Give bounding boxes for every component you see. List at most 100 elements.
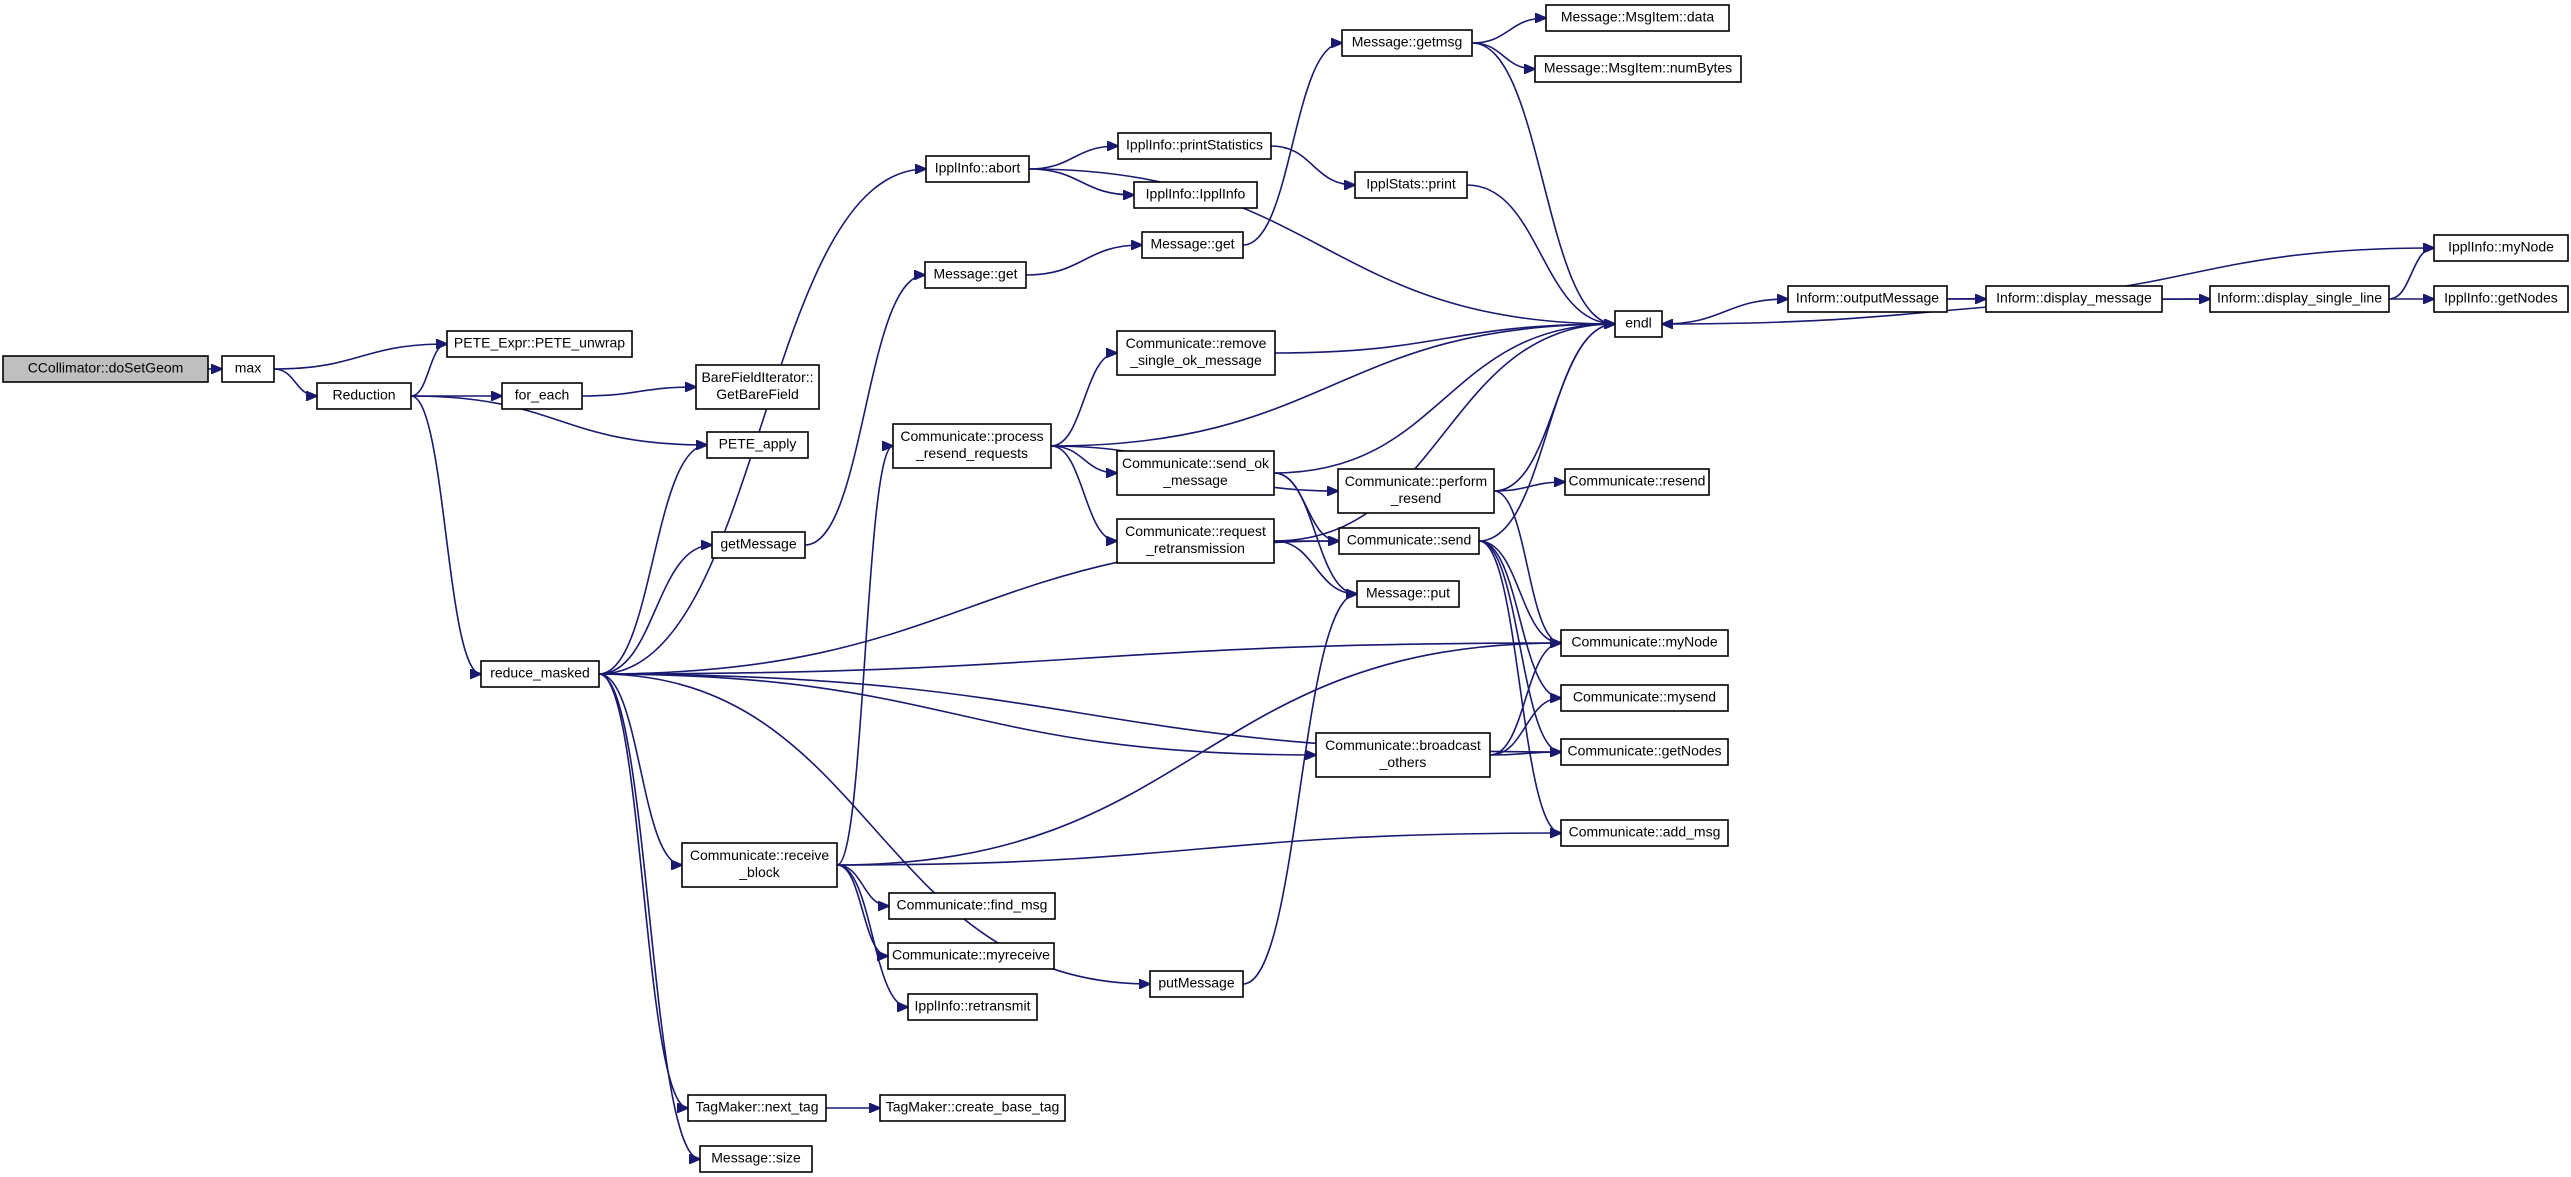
node-box[interactable] (1534, 55, 1742, 83)
node-box[interactable] (879, 1094, 1066, 1122)
node-box[interactable] (2, 355, 209, 383)
node-message-msgitem-numbytes[interactable]: Message::MsgItem::numBytes (1534, 55, 1742, 83)
node-box[interactable] (1560, 819, 1729, 847)
node-ipplinfo-retransmit[interactable]: IpplInfo::retransmit (907, 993, 1038, 1021)
node-label: TagMaker::create_base_tag (886, 1099, 1060, 1115)
node-box[interactable] (1354, 171, 1468, 199)
node-inform-display-message[interactable]: Inform::display_message (1985, 285, 2163, 313)
node-box[interactable] (888, 892, 1056, 920)
node-communicate-resend[interactable]: Communicate::resend (1564, 468, 1710, 496)
node-inform-outputmessage[interactable]: Inform::outputMessage (1787, 285, 1948, 313)
node-putmessage[interactable]: putMessage (1149, 970, 1244, 998)
node-communicate-remove-single-ok-message[interactable]: Communicate::remove_single_ok_message (1116, 330, 1276, 376)
node-inform-display-single-line[interactable]: Inform::display_single_line (2209, 285, 2390, 313)
node-label: Communicate::getNodes (1567, 743, 1721, 759)
node-box[interactable] (1560, 684, 1729, 712)
node-box[interactable] (907, 993, 1038, 1021)
node-box[interactable] (1149, 970, 1244, 998)
node-communicate-add-msg[interactable]: Communicate::add_msg (1560, 819, 1729, 847)
node-for-each[interactable]: for_each (501, 382, 583, 410)
node-ccollimator-dosetgeom[interactable]: CCollimator::doSetGeom (2, 355, 209, 383)
node-message-put[interactable]: Message::put (1356, 580, 1460, 608)
node-box[interactable] (316, 382, 412, 410)
node-getmessage[interactable]: getMessage (711, 531, 806, 559)
node-box[interactable] (1116, 330, 1276, 376)
node-box[interactable] (501, 382, 583, 410)
node-communicate-myreceive[interactable]: Communicate::myreceive (887, 942, 1055, 970)
node-endl[interactable]: endl (1614, 310, 1663, 338)
node-box[interactable] (221, 355, 275, 383)
edge-n18-to-n21 (1050, 445, 1117, 541)
node-ipplinfo-printstatistics[interactable]: IpplInfo::printStatistics (1117, 132, 1272, 160)
node-box[interactable] (681, 842, 838, 888)
node-communicate-mysend[interactable]: Communicate::mysend (1560, 684, 1729, 712)
node-box[interactable] (1116, 450, 1275, 496)
node-box[interactable] (1614, 310, 1663, 338)
node-communicate-mynode[interactable]: Communicate::myNode (1560, 629, 1729, 657)
node-box[interactable] (695, 364, 820, 410)
node-box[interactable] (1133, 181, 1258, 209)
node-box[interactable] (925, 155, 1030, 183)
node-communicate-getnodes[interactable]: Communicate::getNodes (1560, 738, 1729, 766)
node-communicate-find-msg[interactable]: Communicate::find_msg (888, 892, 1056, 920)
node-box[interactable] (1141, 231, 1244, 259)
node-box[interactable] (1787, 285, 1948, 313)
node-pete-expr-pete-unwrap[interactable]: PETE_Expr::PETE_unwrap (446, 330, 633, 358)
node-box[interactable] (2433, 234, 2569, 262)
node-reduction[interactable]: Reduction (316, 382, 412, 410)
node-box[interactable] (1560, 629, 1729, 657)
edge-n9-to-n10 (1028, 146, 1118, 170)
node-message-msgitem-data[interactable]: Message::MsgItem::data (1545, 4, 1730, 32)
node-box[interactable] (1545, 4, 1730, 32)
node-box[interactable] (1117, 132, 1272, 160)
node-box[interactable] (1985, 285, 2163, 313)
node-tagmaker-next-tag[interactable]: TagMaker::next_tag (687, 1094, 827, 1122)
node-box[interactable] (1116, 518, 1275, 564)
node-box[interactable] (699, 1145, 813, 1173)
node-communicate-send-ok-message[interactable]: Communicate::send_ok_message (1116, 450, 1275, 496)
node-communicate-broadcast-others[interactable]: Communicate::broadcast_others (1315, 732, 1491, 778)
node-box[interactable] (1315, 732, 1491, 778)
node-box[interactable] (480, 660, 600, 688)
node-communicate-send[interactable]: Communicate::send (1338, 527, 1480, 555)
node-ipplinfo-abort[interactable]: IpplInfo::abort (925, 155, 1030, 183)
node-pete-apply[interactable]: PETE_apply (706, 431, 809, 459)
node-box[interactable] (892, 423, 1052, 469)
node-communicate-process-resend-requests[interactable]: Communicate::process_resend_requests (892, 423, 1052, 469)
node-box[interactable] (687, 1094, 827, 1122)
node-box[interactable] (2209, 285, 2390, 313)
node-box[interactable] (2433, 285, 2569, 313)
node-communicate-request-retransmission[interactable]: Communicate::request_retransmission (1116, 518, 1275, 564)
node-box[interactable] (1564, 468, 1710, 496)
node-box[interactable] (1356, 580, 1460, 608)
node-box[interactable] (711, 531, 806, 559)
node-box[interactable] (446, 330, 633, 358)
node-label: max (235, 360, 261, 376)
node-box[interactable] (1341, 29, 1473, 57)
node-reduce-masked[interactable]: reduce_masked (480, 660, 600, 688)
node-ipplinfo-getnodes[interactable]: IpplInfo::getNodes (2433, 285, 2569, 313)
node-box[interactable] (924, 261, 1027, 289)
node-ipplstats-print[interactable]: IpplStats::print (1354, 171, 1468, 199)
node-box[interactable] (1560, 738, 1729, 766)
node-barefielditerator-getbarefield[interactable]: BareFieldIterator::GetBareField (695, 364, 820, 410)
node-message-getmsg[interactable]: Message::getmsg (1341, 29, 1473, 57)
node-label: _resend_requests (915, 445, 1028, 461)
node-communicate-receive-block[interactable]: Communicate::receive_block (681, 842, 838, 888)
node-max[interactable]: max (221, 355, 275, 383)
node-box[interactable] (1337, 468, 1495, 514)
node-label: _single_ok_message (1129, 352, 1262, 368)
node-communicate-perform-resend[interactable]: Communicate::perform_resend (1337, 468, 1495, 514)
node-ipplinfo-mynode[interactable]: IpplInfo::myNode (2433, 234, 2569, 262)
edge-n13-to-n14 (1242, 43, 1342, 246)
node-message-get[interactable]: Message::get (924, 261, 1027, 289)
node-ipplinfo-ipplinfo[interactable]: IpplInfo::IpplInfo (1133, 181, 1258, 209)
node-box[interactable] (706, 431, 809, 459)
edge-n22-to-n32 (1493, 490, 1561, 643)
node-box[interactable] (1338, 527, 1480, 555)
node-box[interactable] (887, 942, 1055, 970)
node-message-get[interactable]: Message::get (1141, 231, 1244, 259)
node-tagmaker-create-base-tag[interactable]: TagMaker::create_base_tag (879, 1094, 1066, 1122)
node-message-size[interactable]: Message::size (699, 1145, 813, 1173)
edge-n36-to-n33 (1489, 698, 1561, 756)
